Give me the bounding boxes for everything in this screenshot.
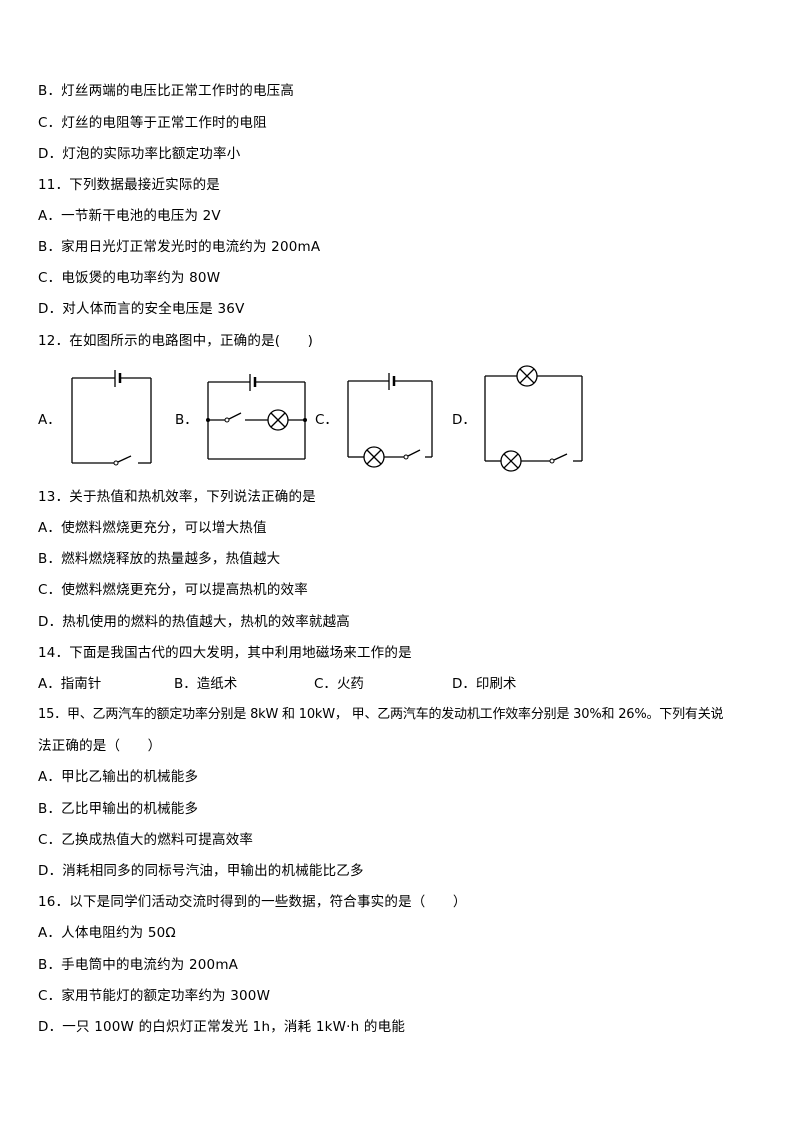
option-text: 燃料燃烧释放的热量越多，热值越大 xyxy=(61,551,281,567)
q12-stem: 12．在如图所示的电路图中，正确的是( ) xyxy=(38,333,314,349)
option-letter: D． xyxy=(452,676,476,692)
option-letter: D． xyxy=(38,614,63,630)
q16-option-d: D．一只 100W 的白炽灯正常发光 1h，消耗 1kW·h 的电能 xyxy=(38,1017,405,1037)
q14-option-a: A．指南针 xyxy=(38,674,101,694)
option-text: 灯丝的电阻等于正常工作时的电阻 xyxy=(61,115,267,131)
option-text: 手电筒中的电流约为 200mA xyxy=(61,957,239,973)
q13-option-d: D．热机使用的燃料的热值越大，热机的效率就越高 xyxy=(38,612,350,632)
option-letter: B． xyxy=(38,83,62,99)
option-text: 使燃料燃烧更充分，可以提高热机的效率 xyxy=(61,582,308,598)
option-text: 消耗相同多的同标号汽油，甲输出的机械能比乙多 xyxy=(62,863,364,879)
q10-option-c: C．灯丝的电阻等于正常工作时的电阻 xyxy=(38,113,267,133)
option-text: 甲比乙输出的机械能多 xyxy=(61,769,199,785)
option-text: 乙换成热值大的燃料可提高效率 xyxy=(61,832,254,848)
q15-option-a: A．甲比乙输出的机械能多 xyxy=(38,767,198,787)
q16-option-a: A．人体电阻约为 50Ω xyxy=(38,923,176,943)
option-letter: C． xyxy=(38,270,62,286)
option-text: 火药 xyxy=(336,676,364,692)
q15-option-b: B．乙比甲输出的机械能多 xyxy=(38,799,198,819)
option-letter: C． xyxy=(38,832,62,848)
q10-option-b: B．灯丝两端的电压比正常工作时的电压高 xyxy=(38,81,294,101)
q14-stem: 14．下面是我国古代的四大发明，其中利用地磁场来工作的是 xyxy=(38,645,412,661)
q13-option-b: B．燃料燃烧释放的热量越多，热值越大 xyxy=(38,549,280,569)
option-letter: A． xyxy=(38,520,62,536)
option-letter: C． xyxy=(38,115,62,131)
q13-stem: 13．关于热值和热机效率，下列说法正确的是 xyxy=(38,489,316,505)
q11-option-a: A．一节新干电池的电压为 2V xyxy=(38,206,221,226)
option-text: 灯丝两端的电压比正常工作时的电压高 xyxy=(61,83,295,99)
q11-option-d: D．对人体而言的安全电压是 36V xyxy=(38,299,245,319)
option-letter: C． xyxy=(38,988,62,1004)
circuit-a-label: A． xyxy=(38,412,61,428)
option-text: 造纸术 xyxy=(196,676,238,692)
option-letter: C． xyxy=(314,676,337,692)
q15-stem-line2: 法正确的是（ ） xyxy=(38,738,162,754)
q15-option-d: D．消耗相同多的同标号汽油，甲输出的机械能比乙多 xyxy=(38,861,364,881)
option-letter: D． xyxy=(38,146,63,162)
option-text: 人体电阻约为 50Ω xyxy=(61,925,176,941)
q14-option-c: C．火药 xyxy=(314,674,364,694)
option-letter: B． xyxy=(38,239,62,255)
q10-option-d: D．灯泡的实际功率比额定功率小 xyxy=(38,144,240,164)
option-letter: B． xyxy=(38,551,62,567)
option-text: 使燃料燃烧更充分，可以增大热值 xyxy=(61,520,267,536)
q14-options-row: A．指南针 B．造纸术 C．火药 D．印刷术 xyxy=(38,674,758,694)
option-text: 灯泡的实际功率比额定功率小 xyxy=(62,146,241,162)
option-letter: A． xyxy=(38,676,61,692)
q11-stem: 11．下列数据最接近实际的是 xyxy=(38,177,220,193)
option-letter: A． xyxy=(38,769,62,785)
circuit-c-label: C． xyxy=(315,412,338,428)
q15-option-c: C．乙换成热值大的燃料可提高效率 xyxy=(38,830,253,850)
q14-option-b: B．造纸术 xyxy=(174,674,237,694)
option-text: 指南针 xyxy=(60,676,102,692)
option-text: 家用日光灯正常发光时的电流约为 200mA xyxy=(61,239,321,255)
option-text: 印刷术 xyxy=(475,676,517,692)
option-text: 电饭煲的电功率约为 80W xyxy=(61,270,221,286)
circuit-b-label: B． xyxy=(175,412,198,428)
option-text: 乙比甲输出的机械能多 xyxy=(61,801,199,817)
option-letter: C． xyxy=(38,582,62,598)
q16-option-c: C．家用节能灯的额定功率约为 300W xyxy=(38,986,270,1006)
option-letter: B． xyxy=(174,676,197,692)
option-letter: B． xyxy=(38,957,62,973)
option-letter: D． xyxy=(38,1019,63,1035)
option-text: 一节新干电池的电压为 2V xyxy=(61,208,221,224)
q11-option-b: B．家用日光灯正常发光时的电流约为 200mA xyxy=(38,237,320,257)
q16-option-b: B．手电筒中的电流约为 200mA xyxy=(38,955,238,975)
q14-option-d: D．印刷术 xyxy=(452,674,516,694)
q13-option-a: A．使燃料燃烧更充分，可以增大热值 xyxy=(38,518,267,538)
option-letter: A． xyxy=(38,925,62,941)
option-text: 热机使用的燃料的热值越大，热机的效率就越高 xyxy=(62,614,350,630)
q15-stem-line1: 15．甲、乙两汽车的额定功率分别是 8kW 和 10kW， 甲、乙两汽车的发动机… xyxy=(38,707,724,722)
option-letter: B． xyxy=(38,801,62,817)
option-letter: A． xyxy=(38,208,62,224)
option-letter: D． xyxy=(38,863,63,879)
option-letter: D． xyxy=(38,301,63,317)
option-text: 对人体而言的安全电压是 36V xyxy=(62,301,245,317)
circuit-d-label: D． xyxy=(452,412,476,428)
q13-option-c: C．使燃料燃烧更充分，可以提高热机的效率 xyxy=(38,580,308,600)
option-text: 家用节能灯的额定功率约为 300W xyxy=(61,988,271,1004)
q16-stem: 16．以下是同学们活动交流时得到的一些数据，符合事实的是（ ） xyxy=(38,894,467,910)
q11-option-c: C．电饭煲的电功率约为 80W xyxy=(38,268,220,288)
option-text: 一只 100W 的白炽灯正常发光 1h，消耗 1kW·h 的电能 xyxy=(62,1019,406,1035)
